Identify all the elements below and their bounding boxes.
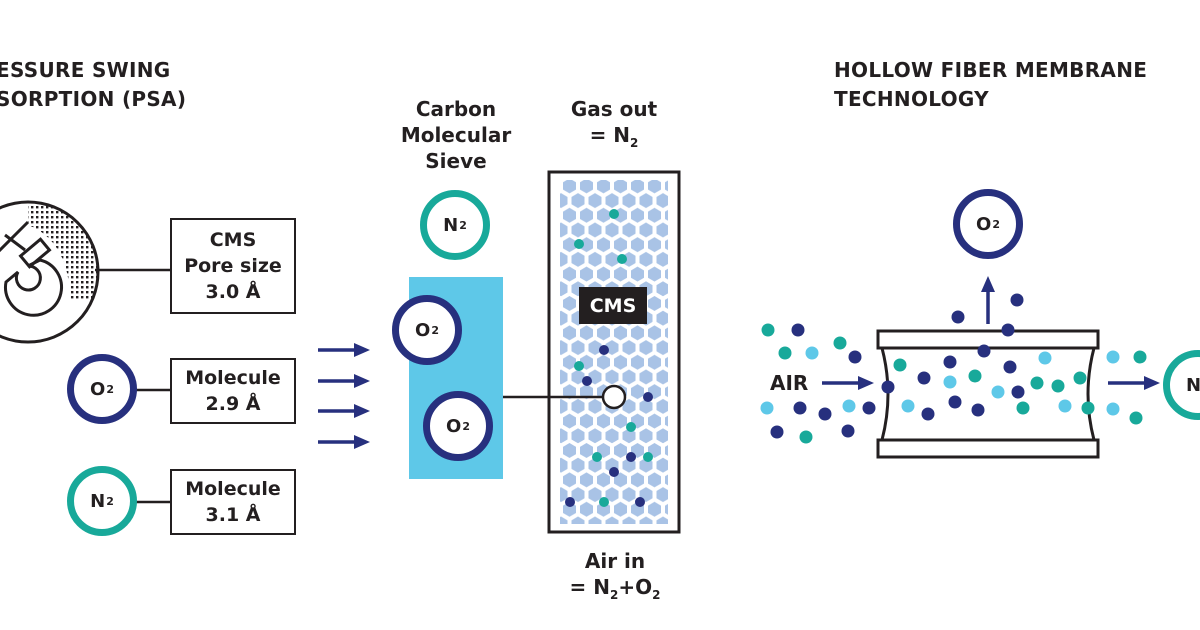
cms-pore-size-box: CMS Pore size 3.0 Å — [170, 218, 296, 314]
flow-arrows — [318, 343, 370, 449]
membrane-heading: HOLLOW FIBER MEMBRANE TECHNOLOGY — [834, 58, 1148, 111]
gas-out-label: Gas out = N2 — [570, 97, 658, 150]
o2-molecule-size-box: Molecule 2.9 Å — [170, 358, 296, 424]
air-label: AIR — [770, 371, 809, 395]
cms-tag: CMS — [579, 287, 647, 324]
membrane-arrows — [822, 276, 1160, 390]
n2-molecule-size-box: Molecule 3.1 Å — [170, 469, 296, 535]
cms-molecules — [565, 209, 653, 507]
membrane-tube — [876, 329, 1100, 459]
sieve-label: Carbon Molecular Sieve — [400, 97, 512, 173]
cms-column — [547, 170, 681, 534]
membrane-molecules — [760, 293, 1147, 444]
connector-lines — [95, 268, 172, 504]
pore-marker — [601, 384, 627, 410]
magnifier-magnet-icon — [0, 200, 100, 344]
air-in-label: Air in = N2+O2 — [569, 549, 661, 602]
psa-heading: ESSURE SWING SORPTION (PSA) — [0, 58, 187, 111]
